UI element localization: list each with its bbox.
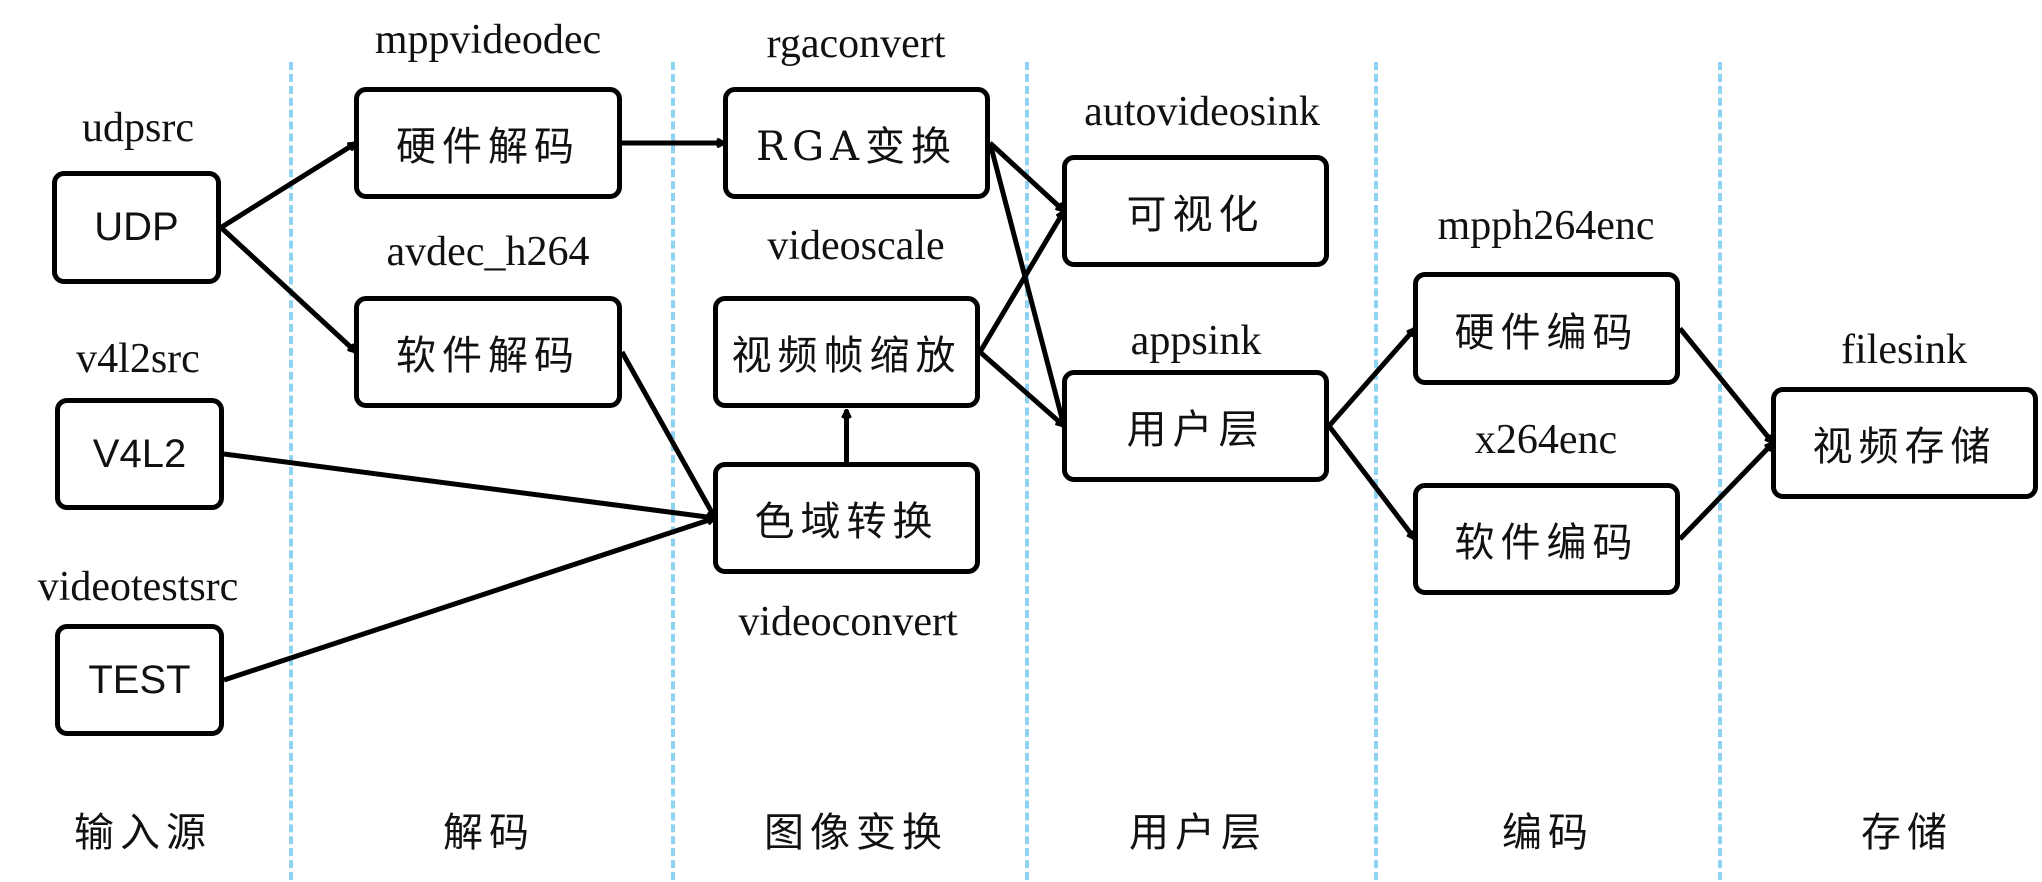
edge-swenc-to-store — [1678, 443, 1773, 541]
plugin-name-mppvideodec: mppvideodec — [374, 17, 602, 63]
stage-divider — [289, 62, 293, 880]
node-label: 软件编码 — [1454, 520, 1639, 566]
stage-label-decode: 解码 — [443, 810, 535, 856]
stage-label-storage: 存储 — [1861, 810, 1953, 856]
node-video-storage[interactable]: 视频存储 — [1771, 387, 2038, 499]
node-video-scale[interactable]: 视频帧缩放 — [713, 296, 980, 408]
node-label: 可视化 — [1126, 192, 1265, 238]
edge-rga-to-app — [987, 142, 1064, 426]
node-hardware-decode[interactable]: 硬件解码 — [354, 87, 622, 199]
node-color-convert[interactable]: 色域转换 — [713, 462, 980, 574]
edge-v4l2-to-csc — [223, 451, 715, 518]
stage-label-input: 输入源 — [74, 810, 212, 856]
node-label: 软件解码 — [396, 333, 580, 379]
plugin-name-videoconvert: videoconvert — [738, 599, 958, 645]
edge-test-to-csc — [223, 518, 715, 683]
plugin-name-appsink: appsink — [1130, 318, 1262, 364]
node-label: V4L2 — [92, 431, 187, 476]
stage-divider — [671, 62, 675, 880]
edge-rga-to-vis — [988, 141, 1064, 211]
plugin-name-videotestsrc: videotestsrc — [37, 564, 239, 610]
node-software-encode[interactable]: 软件编码 — [1413, 483, 1680, 595]
node-label: 色域转换 — [754, 499, 939, 545]
edge-scale-to-app — [978, 350, 1064, 426]
node-label: 硬件解码 — [396, 124, 580, 170]
node-label: 视频帧缩放 — [731, 333, 962, 379]
stage-divider — [1718, 62, 1722, 880]
node-hardware-encode[interactable]: 硬件编码 — [1413, 272, 1680, 385]
node-label: 硬件编码 — [1454, 309, 1639, 356]
edge-udp-to-swdec — [219, 225, 356, 353]
stage-label-encode: 编码 — [1502, 810, 1594, 856]
edge-scale-to-vis — [977, 211, 1067, 354]
edge-udp-to-hwdec — [219, 140, 356, 230]
plugin-name-rgaconvert: rgaconvert — [766, 21, 946, 67]
node-label: TEST — [88, 657, 191, 702]
edge-app-to-hwenc — [1327, 329, 1415, 428]
node-label: RGA变换 — [756, 124, 957, 170]
plugin-name-mpph264enc: mpph264enc — [1437, 203, 1655, 249]
node-rga-transform[interactable]: RGA变换 — [723, 87, 990, 199]
plugin-name-avdec-h264: avdec_h264 — [386, 229, 590, 275]
stage-label-user: 用户层 — [1129, 810, 1267, 856]
stage-divider — [1374, 62, 1378, 880]
node-label: UDP — [94, 205, 179, 249]
plugin-name-udpsrc: udpsrc — [82, 105, 194, 151]
node-test[interactable]: TEST — [55, 624, 224, 736]
edge-hwenc-to-store — [1678, 326, 1773, 444]
stage-divider — [1025, 62, 1029, 880]
node-udp[interactable]: UDP — [52, 171, 221, 284]
plugin-name-videoscale: videoscale — [767, 223, 945, 269]
edge-app-to-swenc — [1327, 424, 1415, 539]
plugin-name-x264enc: x264enc — [1474, 417, 1618, 463]
node-label: 视频存储 — [1812, 424, 1997, 470]
plugin-name-v4l2src: v4l2src — [76, 336, 200, 382]
plugin-name-autovideosink: autovideosink — [1084, 89, 1320, 135]
node-visualize[interactable]: 可视化 — [1062, 155, 1329, 267]
node-user-layer[interactable]: 用户层 — [1062, 370, 1329, 482]
node-software-decode[interactable]: 软件解码 — [354, 296, 622, 408]
plugin-name-filesink: filesink — [1841, 327, 1967, 373]
stage-label-transform: 图像变换 — [764, 810, 948, 856]
node-v4l2[interactable]: V4L2 — [55, 398, 224, 510]
node-label: 用户层 — [1126, 407, 1265, 453]
edge-swdec-to-csc — [619, 350, 718, 518]
